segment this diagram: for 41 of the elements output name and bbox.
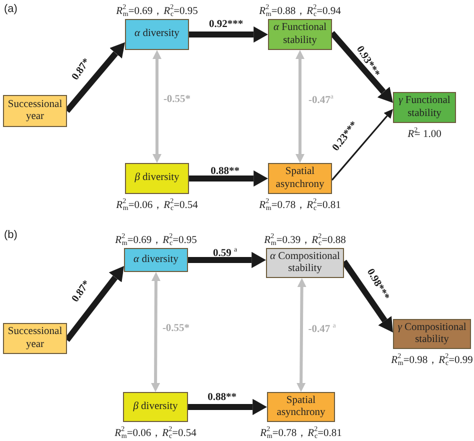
arrow bbox=[189, 26, 268, 43]
arrow bbox=[188, 398, 267, 416]
arrow bbox=[188, 252, 266, 268]
edge-label: -0.55* bbox=[163, 94, 191, 106]
panel-label: (b) bbox=[4, 229, 18, 241]
arrow bbox=[331, 109, 393, 181]
variable-box: γ Functional stability bbox=[393, 92, 456, 123]
variable-box: α diversity bbox=[125, 19, 189, 50]
r-squared-label: R$^{2}$$_{m}$=0.06，R$^{2}$$_{c}$=0.54 bbox=[114, 426, 196, 440]
r-squared-label: R$^{2}$$_{m}$=0.78，R$^{2}$$_{c}$=0.81 bbox=[260, 426, 342, 440]
r-squared-label: R$^{2}$$_{m}$=0.69，R$^{2}$$_{c}$=0.95 bbox=[115, 233, 197, 247]
variable-box: γ Compositional stability bbox=[393, 319, 471, 349]
variable-box: β diversity bbox=[125, 163, 189, 194]
variable-box: Successional year bbox=[3, 323, 67, 354]
r-squared-label: R$^{2}$$_{m}$=0.39，R$^{2}$$_{c}$=0.88 bbox=[264, 233, 346, 247]
arrow bbox=[189, 170, 268, 187]
edge-label: 0.88** bbox=[210, 166, 240, 178]
edge-label: 0.88** bbox=[208, 392, 236, 404]
edge-label: -0.47$^{a}$ bbox=[308, 94, 334, 106]
double-arrow bbox=[296, 278, 306, 392]
variable-box: β diversity bbox=[123, 392, 188, 422]
variable-box: Spatial asynchrony bbox=[267, 392, 335, 422]
r-squared-label: R$^{2}$= 1.00 bbox=[408, 127, 442, 140]
variable-box: α Compositional stability bbox=[266, 248, 344, 278]
edge-label: -0.55* bbox=[162, 324, 190, 334]
variable-box: Successional year bbox=[3, 95, 67, 127]
double-arrow bbox=[151, 272, 160, 392]
edge-label: -0.47 $^{a}$ bbox=[308, 322, 336, 336]
edge-label: 0.92*** bbox=[208, 20, 244, 30]
r-squared-label: R$^{2}$$_{m}$=0.78，R$^{2}$$_{c}$=0.81 bbox=[259, 198, 341, 212]
double-arrow bbox=[296, 50, 304, 163]
panel-label: (a) bbox=[4, 3, 18, 15]
r-squared-label: R$^{2}$$_{m}$=0.98，R$^{2}$$_{c}$=0.99 bbox=[391, 353, 473, 367]
r-squared-label: R$^{2}$$_{m}$=0.88，R$^{2}$$_{c}$=0.94 bbox=[259, 4, 341, 18]
double-arrow bbox=[152, 50, 162, 163]
r-squared-label: R$^{2}$$_{m}$=0.06，R$^{2}$$_{c}$=0.54 bbox=[116, 198, 198, 212]
variable-box: α diversity bbox=[124, 248, 188, 272]
r-squared-label: R$^{2}$$_{m}$=0.69，R$^{2}$$_{c}$=0.95 bbox=[116, 4, 198, 18]
variable-box: α Functional stability bbox=[268, 19, 332, 50]
variable-box: Spatial asynchrony bbox=[268, 163, 332, 194]
edge-label: 0.59 $^{a}$ bbox=[212, 246, 238, 260]
